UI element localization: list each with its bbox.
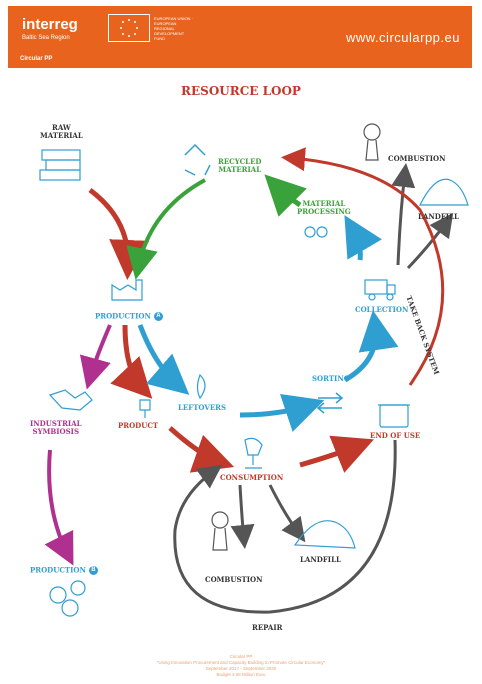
label-industrial-symbiosis: INDUSTRIAL SYMBIOSIS (30, 419, 82, 436)
label-repair: REPAIR (252, 623, 283, 632)
label-product: PRODUCT (118, 421, 159, 430)
arrow-raw-to-production (88, 188, 150, 280)
handshake-icon (48, 389, 93, 411)
website-url[interactable]: www.circularpp.eu (346, 30, 460, 45)
combustion-bottom-icon (211, 511, 229, 551)
production-a-text: PRODUCTION (95, 311, 151, 321)
combustion-top-icon (363, 123, 381, 161)
office-chair-icon (244, 437, 263, 469)
arrow-take-back (281, 147, 445, 386)
footer-line-4: Budget 3.58 Million Euro (216, 672, 266, 677)
sorting-icon (316, 392, 344, 414)
landfill-top-icon (419, 178, 469, 206)
bin-icon (378, 404, 410, 428)
arrow-recycled-to-production (126, 178, 206, 280)
arrow-collection-to-processing (344, 215, 382, 261)
arrow-processing-to-recycled (264, 174, 307, 217)
arrow-collection-to-combustion (391, 163, 416, 266)
label-material-processing: MATERIAL PROCESSING (297, 199, 351, 216)
label-landfill-top: LANDFILL (418, 212, 459, 221)
landfill-bottom-icon (293, 520, 356, 549)
label-landfill-bottom: LANDFILL (300, 555, 341, 564)
footer-line-3: September 2017 - September 2020 (205, 666, 277, 671)
badge-a: A (153, 312, 163, 321)
arrow-collection-to-landfill (406, 212, 454, 270)
production-b-text: PRODUCTION (30, 565, 86, 575)
label-leftovers: LEFTOVERS (178, 403, 227, 412)
eu-fund-text: EUROPEAN UNION · EUROPEAN REGIONAL DEVEL… (154, 16, 193, 41)
arrow-product-to-consumption (168, 426, 235, 473)
truck-icon (364, 279, 396, 301)
footer-line-2: "Using Innovation Procurement and Capaci… (156, 660, 326, 665)
arrow-consumption-to-combustion (230, 484, 255, 549)
label-consumption: CONSUMPTION (220, 473, 284, 482)
raw-material-icon (39, 149, 81, 181)
label-end-of-use: END OF USE (370, 431, 421, 440)
arrow-production-to-leftovers (137, 324, 190, 395)
label-combustion-top: COMBUSTION (388, 154, 446, 163)
factory-icon (111, 279, 143, 301)
arrow-symbiosis-to-productionb (44, 449, 74, 566)
region-text: Baltic Sea Region (22, 35, 70, 41)
interreg-logo: interreg (22, 16, 78, 33)
label-raw-material: RAW MATERIAL (40, 123, 83, 140)
arrow-leftovers-to-sorting (239, 393, 325, 432)
arrow-consumption-to-endofuse (299, 435, 374, 473)
arrow-sorting-to-collection (343, 310, 399, 383)
arrow-production-to-symbiosis (79, 324, 112, 390)
footer-line-1: Circular PP (229, 654, 253, 659)
project-name: Circular PP (20, 56, 53, 62)
label-collection: COLLECTION (355, 305, 409, 314)
badge-b: B (88, 566, 98, 575)
chair-icon (139, 399, 151, 418)
arrow-production-to-product (110, 324, 153, 399)
recycle-icon (184, 143, 211, 176)
label-sorting: SORTING (312, 374, 350, 383)
label-recycled-material: RECYCLED MATERIAL (218, 157, 262, 174)
gears-icon (49, 580, 86, 617)
processing-icon (304, 226, 328, 238)
apple-core-icon (196, 373, 206, 400)
arrow-repair-loop (173, 439, 397, 614)
label-combustion-bottom: COMBUSTION (205, 575, 263, 584)
diagram-title: RESOURCE LOOP (181, 84, 301, 98)
arrow-consumption-to-landfill (268, 484, 306, 543)
eu-flag-icon (108, 14, 150, 42)
header-banner: interreg Baltic Sea Region EUROPEAN UNIO… (8, 6, 472, 68)
